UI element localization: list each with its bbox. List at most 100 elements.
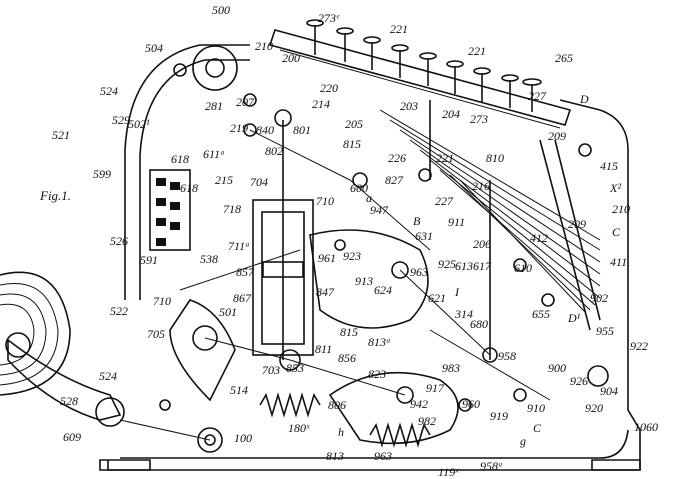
reference-label-l710: 710 — [316, 194, 334, 208]
slider-block — [262, 261, 304, 278]
ribbon-spool-hub — [205, 58, 225, 78]
reference-label-l529: 529 — [112, 113, 130, 127]
paper-roll-lines — [0, 283, 59, 386]
pivot-853 — [279, 349, 301, 371]
reference-label-l205: 205 — [345, 117, 363, 131]
reference-label-l815b: 815 — [340, 325, 358, 339]
reference-label-l219: 219 — [230, 121, 248, 135]
reference-label-l180x: 180ˣ — [288, 421, 310, 435]
type-block-teeth — [156, 178, 180, 246]
reference-label-l853: 853 — [286, 361, 304, 375]
reference-label-l961: 961 — [318, 251, 336, 265]
left-foot — [99, 459, 151, 471]
type-block — [149, 169, 191, 251]
reference-label-l209b: 209 — [568, 217, 586, 231]
reference-label-lC1: C — [612, 225, 621, 239]
top-pivot — [274, 109, 292, 127]
reference-label-l911: 911 — [448, 215, 465, 229]
reference-label-l528: 528 — [60, 394, 78, 408]
reference-label-lg: g — [520, 434, 526, 448]
reference-label-l216: 216 — [472, 179, 490, 193]
reference-label-l982: 982 — [418, 414, 436, 428]
ribbon-spool — [192, 45, 238, 91]
reference-label-l215: 215 — [215, 173, 233, 187]
pivot-655 — [541, 293, 555, 307]
reference-label-l958: 958 — [498, 349, 516, 363]
reference-label-l514: 514 — [230, 383, 248, 397]
reference-label-l227a: 227 — [528, 89, 547, 103]
reference-label-lfig: Fig.1. — [39, 188, 71, 203]
reference-label-l204: 204 — [442, 107, 460, 121]
reference-label-l411: 411 — [610, 255, 627, 269]
reference-label-lC2: C — [533, 421, 542, 435]
reference-label-l983: 983 — [442, 361, 460, 375]
paper-roll — [0, 271, 71, 396]
reference-label-l522: 522 — [110, 304, 128, 318]
reference-label-l504: 504 — [145, 41, 163, 55]
reference-label-l599: 599 — [93, 167, 111, 181]
reference-label-l920: 920 — [585, 401, 603, 415]
reference-label-l221a: 221 — [390, 22, 408, 36]
reference-label-l613: 613 — [455, 259, 473, 273]
reference-label-l958a: 958ᵃ — [480, 459, 503, 473]
reference-label-l502: 502¹ — [128, 117, 150, 131]
reference-label-l925: 925 — [438, 257, 456, 271]
cam-center-pivot — [391, 261, 409, 279]
reference-label-l923: 923 — [343, 249, 361, 263]
reference-label-l718: 718 — [223, 202, 241, 216]
reference-label-l811: 811 — [315, 342, 332, 356]
reference-label-l910: 910 — [527, 401, 545, 415]
reference-label-l815: 815 — [343, 137, 361, 151]
right-foot — [591, 459, 641, 471]
gear-segment — [169, 299, 236, 402]
reference-label-l680: 680 — [470, 317, 488, 331]
reference-label-l538: 538 — [200, 252, 218, 266]
reference-label-l704: 704 — [250, 175, 268, 189]
reference-label-l281: 281 — [205, 99, 223, 113]
reference-label-la: a — [366, 191, 372, 205]
reference-label-l214: 214 — [312, 97, 330, 111]
upper-arm-inner — [139, 59, 250, 300]
reference-label-l200: 200 — [282, 51, 300, 65]
reference-label-l857: 857 — [236, 265, 255, 279]
crank-knob — [5, 332, 31, 358]
pivot-top-left — [173, 63, 187, 77]
reference-label-l900: 900 — [548, 361, 566, 375]
reference-label-l705: 705 — [147, 327, 165, 341]
keyboard-frame-inner — [279, 49, 561, 129]
reference-label-l210a: 210 — [255, 39, 273, 53]
reference-label-l960: 960 — [462, 397, 480, 411]
reference-label-l206: 206 — [473, 237, 491, 251]
reference-label-l813a: 813ᵃ — [368, 335, 391, 349]
reference-label-l947: 947 — [370, 203, 389, 217]
reference-label-l904: 904 — [600, 384, 618, 398]
reference-label-l867: 867 — [233, 291, 252, 305]
connecting-lines — [119, 129, 551, 441]
reference-label-l119x: 119ˣ — [438, 465, 459, 479]
reference-label-l209a: 209 — [548, 129, 566, 143]
reference-label-l227b: 227 — [435, 194, 454, 208]
reference-label-l501: 501 — [219, 305, 237, 319]
reference-label-l827: 827 — [385, 173, 404, 187]
reference-label-l847: 847 — [316, 285, 335, 299]
reference-label-lh: h — [338, 425, 344, 439]
reference-label-l210b: 210 — [612, 202, 630, 216]
reference-label-l801: 801 — [293, 123, 311, 137]
base-floor — [120, 429, 629, 459]
bottom-pivot-inner — [204, 434, 216, 446]
key-stems — [306, 19, 542, 112]
reference-label-l963a: 963 — [410, 265, 428, 279]
crank-handle — [7, 338, 122, 421]
reference-label-l611a: 611ᵃ — [203, 147, 225, 161]
reference-label-l100: 100 — [234, 431, 252, 445]
reference-label-l265: 265 — [555, 51, 573, 65]
reference-label-l840: 840 — [256, 123, 274, 137]
cam-center — [309, 229, 429, 329]
reference-label-l856: 856 — [338, 351, 356, 365]
reference-label-l524b: 524 — [99, 369, 117, 383]
reference-label-l415: 415 — [600, 159, 618, 173]
misc-pivots — [159, 93, 592, 412]
reference-label-l813: 813 — [326, 449, 344, 463]
reference-label-l526: 526 — [110, 234, 128, 248]
